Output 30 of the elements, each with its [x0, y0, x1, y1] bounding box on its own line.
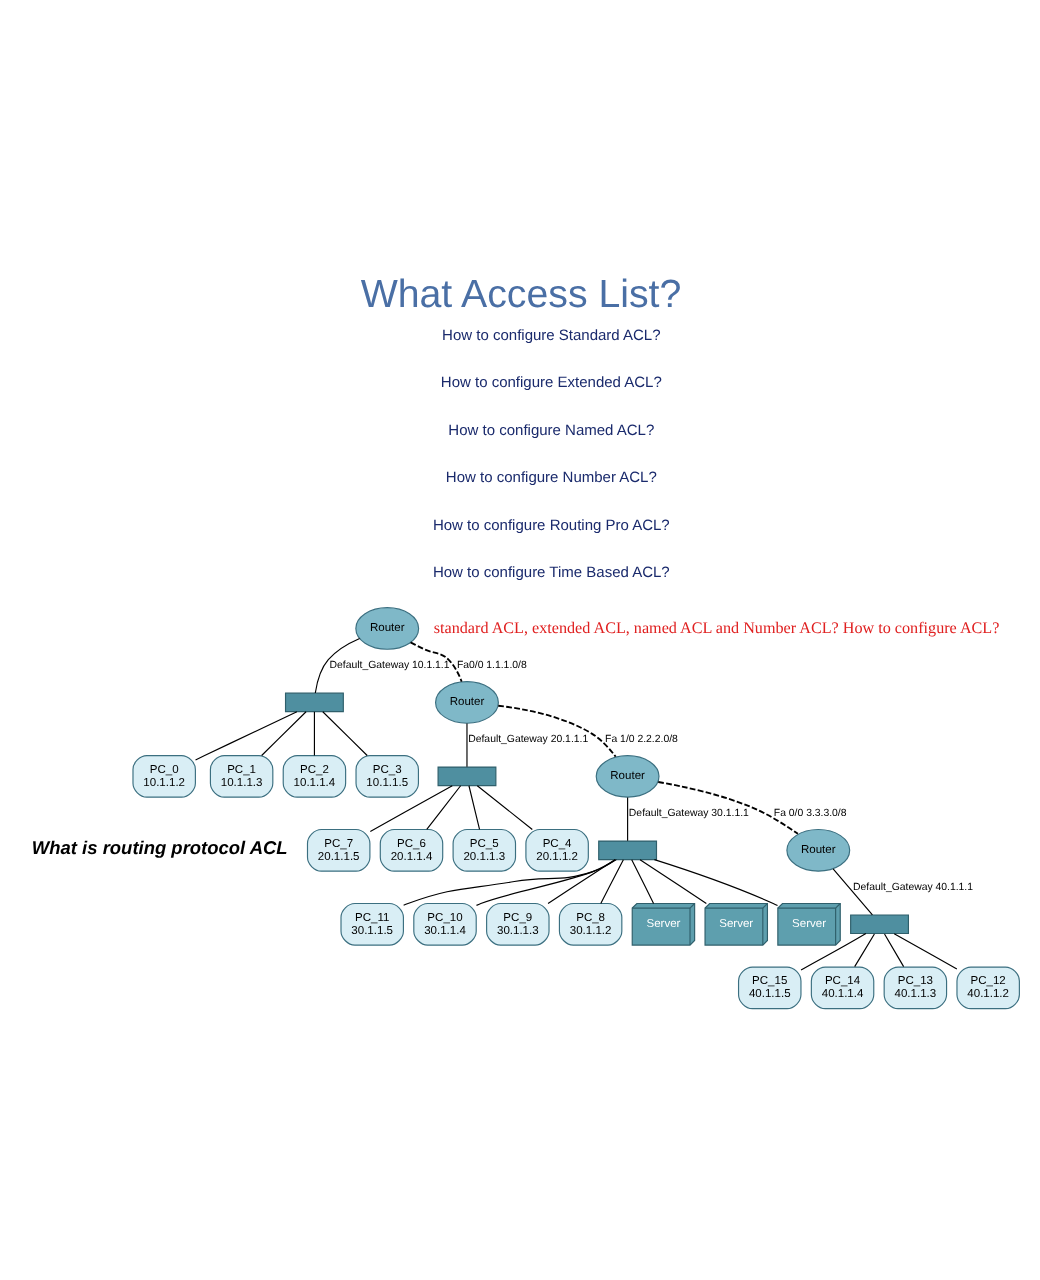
connector	[831, 868, 872, 916]
connector	[599, 859, 623, 904]
diagram-title: What Access List?	[359, 273, 681, 318]
connector	[467, 785, 480, 831]
connector	[474, 859, 615, 906]
connector	[193, 711, 297, 761]
label: standard ACL, extended ACL, named ACL and Number ACL? How to configure ACL?	[432, 618, 999, 637]
connector	[402, 859, 616, 906]
connector	[408, 641, 462, 683]
connector	[321, 711, 367, 757]
node-box	[283, 692, 343, 713]
node-box	[436, 766, 496, 787]
connector	[892, 933, 957, 970]
label: What is routing protocol ACL	[30, 837, 287, 858]
node-box	[597, 840, 657, 861]
connector	[638, 859, 706, 904]
connector	[425, 785, 461, 831]
connector	[546, 859, 615, 904]
connector	[882, 933, 904, 968]
connector	[260, 711, 306, 757]
node-box	[849, 914, 908, 935]
connector	[496, 704, 616, 758]
connector	[853, 933, 874, 968]
connector	[313, 637, 360, 694]
connector	[368, 785, 452, 833]
connector	[630, 859, 654, 904]
connector	[626, 796, 628, 842]
connector	[312, 711, 314, 757]
connector	[656, 781, 798, 835]
connector	[475, 785, 532, 831]
